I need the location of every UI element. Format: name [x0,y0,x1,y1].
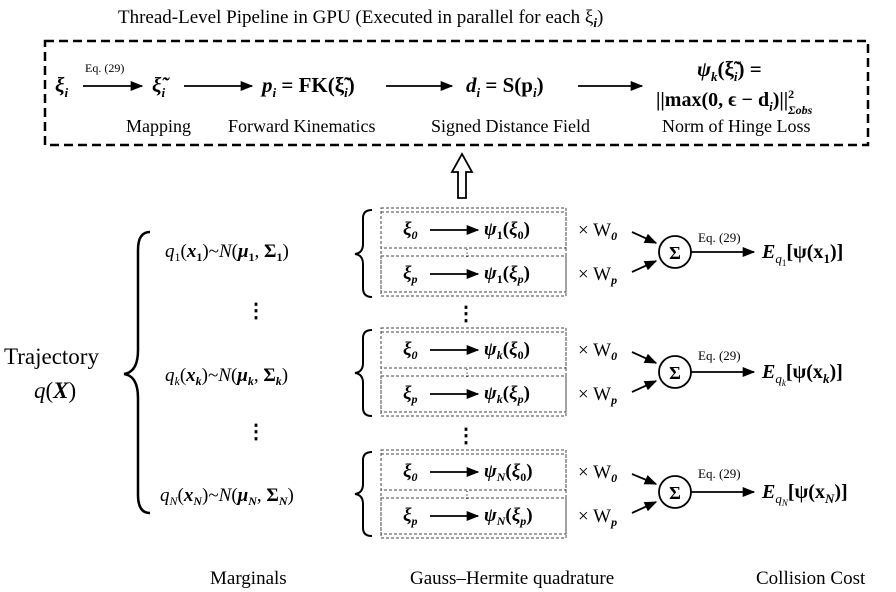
quadrature-group-1: ξ0 ψ1(ξ0) ξp ψ1(ξp) ⋮ × W0 × Wp Σ Eq. (2… [380,207,756,297]
xi0-label-n: ξ0 [403,461,418,484]
weight-w0-k: × W0 [578,340,617,363]
arrow-w0-sum-k [631,351,658,364]
xip-label-k: ξp [403,383,418,406]
arrow-wp-sum-n [631,501,658,514]
quadrature-nodep-box-k [380,375,567,413]
gpu-pipeline-box [43,39,870,147]
stage-label-forward-kinematics: Forward Kinematics [228,116,375,136]
xi0-label-k: ξ0 [403,339,418,362]
trajectory-q-label: q(X) [34,378,76,403]
ellipsis-small-1: ⋮ [462,248,472,259]
diagram-title: Thread-Level Pipeline in GPU (Executed i… [118,7,603,30]
arrow-w0-sum-1 [631,231,658,244]
quadrature-outer-box-1 [380,207,567,297]
xip-label-n: ξp [403,505,418,528]
collision-cost-k: Eqk[ψ(xk)] [761,361,843,388]
weight-wp-k: × Wp [578,384,617,407]
eq29-label-top: Eq. (29) [85,61,124,75]
eq29-label-1: Eq. (29) [698,230,741,245]
xi-tilde-label: ξ̃i [152,73,170,100]
eq29-label-k: Eq. (29) [698,348,741,363]
stage-label-sdf: Signed Distance Field [431,116,590,136]
arrow-wp-sum-k [631,380,658,393]
quadrature-node0-box-1 [380,211,567,249]
hollow-up-arrow [450,152,474,199]
bottom-label-collision-cost: Collision Cost [756,568,866,589]
stage-label-mapping: Mapping [126,116,191,136]
xip-label-1: ξp [403,263,418,286]
quadrature-brace-k [354,329,373,417]
marginal-row-1: q1(x1)~N(μ1, Σ1) [165,241,289,264]
ellipsis-small-n: ⋮ [462,490,472,501]
psi-xip-label-k: ψk(ξp) [484,383,530,406]
quadrature-group-n: ξ0 ψN(ξ0) ξp ψN(ξp) ⋮ × W0 × Wp Σ Eq. (2… [380,449,756,539]
ellipsis-marginals-2: ⋮ [246,421,266,443]
quadrature-brace-n [354,451,373,537]
psi-xip-label-n: ψN(ξp) [484,505,533,528]
weight-w0-1: × W0 [578,220,617,243]
bottom-label-marginals: Marginals [210,568,287,589]
arrow-wp-sum-1 [631,260,658,273]
sum-symbol-k: Σ [669,363,681,383]
arrow-w0-sum-n [631,473,658,485]
xi0-label-1: ξ0 [403,219,418,242]
xi-i-label: ξi [55,73,68,100]
psi-xip-label-1: ψ1(ξp) [484,263,530,286]
weight-wp-1: × Wp [578,264,617,287]
psi-k-label: ψk(ξ̃i) = [697,57,762,84]
marginal-expr-1: q1(x1)~N(μ1, Σ1) [165,241,289,264]
stage-label-hinge-loss: Norm of Hinge Loss [662,116,810,136]
quadrature-group-k: ξ0 ψk(ξ0) ξp ψk(ξp) ⋮ × W0 × Wp Σ Eq. (2… [380,327,756,417]
ellipsis-quadrature-1: ⋮ [456,303,476,325]
quadrature-brace-1 [354,209,373,298]
quadrature-outer-box-n [380,449,567,539]
trajectory-brace [123,230,151,515]
psi-xi0-label-k: ψk(ξ0) [484,339,530,362]
d-sdf-label: di = S(pi) [466,73,544,100]
sum-symbol-n: Σ [669,483,681,503]
psi-xi0-label-n: ψN(ξ0) [484,461,533,484]
psi-xi0-label-1: ψ1(ξ0) [484,219,530,242]
marginal-expr-k: qk(xk)~N(μk, Σk) [165,365,288,388]
weight-w0-n: × W0 [578,462,617,485]
trajectory-label: Trajectory [4,344,99,369]
quadrature-node0-box-n [380,453,567,491]
bottom-label-quadrature: Gauss–Hermite quadrature [410,568,614,589]
collision-cost-n: EqN[ψ(xN)] [761,481,848,508]
collision-cost-1: Eq1[ψ(x1)] [761,241,843,268]
quadrature-outer-box-k [380,327,567,417]
ellipsis-quadrature-2: ⋮ [456,425,476,447]
quadrature-node0-box-k [380,331,567,369]
ellipsis-marginals-1: ⋮ [246,300,266,322]
marginal-row-n: qN(xN)~N(μN, ΣN) [160,485,294,508]
marginal-expr-n: qN(xN)~N(μN, ΣN) [160,485,294,508]
p-fk-label: pi = FK(ξ̃i) [260,73,355,100]
sum-symbol-1: Σ [669,243,681,263]
ellipsis-small-k: ⋮ [462,368,472,379]
quadrature-nodep-box-1 [380,255,567,293]
marginal-row-k: qk(xk)~N(μk, Σk) [165,365,288,388]
weight-wp-n: × Wp [578,506,617,529]
eq29-label-n: Eq. (29) [698,466,741,481]
quadrature-nodep-box-n [380,497,567,535]
